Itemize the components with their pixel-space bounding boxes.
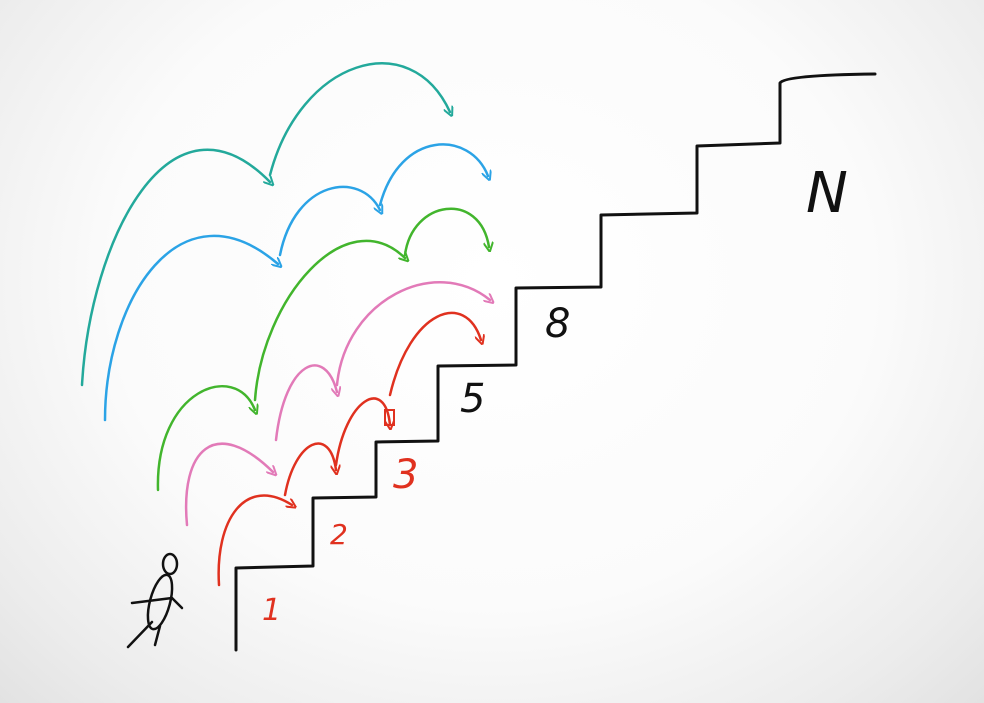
- staircase: [234, 72, 877, 652]
- step-label-1: 1: [262, 593, 281, 628]
- green-jump-arc: [156, 385, 255, 492]
- green-jump-arc: [403, 207, 489, 257]
- step-label-5: 5: [460, 376, 485, 422]
- green-jumps: [156, 207, 489, 492]
- teal-jump-arc: [80, 148, 270, 387]
- red-jump-box: [384, 409, 395, 426]
- red-jump-arc: [388, 311, 481, 397]
- red-jump-arc: [283, 442, 336, 497]
- stick-figure-icon: [126, 552, 184, 649]
- step-label-2: 2: [330, 518, 348, 551]
- blue-jump-arc: [378, 143, 488, 207]
- teal-jump-arc: [268, 62, 450, 177]
- top-step-label: N: [806, 161, 848, 226]
- teal-jumps: [80, 62, 450, 387]
- step-label-3: 3: [393, 452, 418, 498]
- pink-jump-arc: [335, 281, 490, 387]
- green-jump-arc: [253, 239, 405, 402]
- red-jump-arc: [217, 494, 292, 587]
- blue-jump-arc: [103, 234, 278, 422]
- pink-jump-arc: [184, 442, 273, 527]
- blue-jump-arc: [278, 185, 380, 257]
- pink-jump-arc: [274, 364, 337, 442]
- blue-jumps: [103, 143, 488, 422]
- red-jump-arc: [334, 397, 390, 467]
- step-label-8: 8: [545, 301, 570, 347]
- pink-jumps: [184, 281, 490, 527]
- red-jumps: [217, 311, 481, 587]
